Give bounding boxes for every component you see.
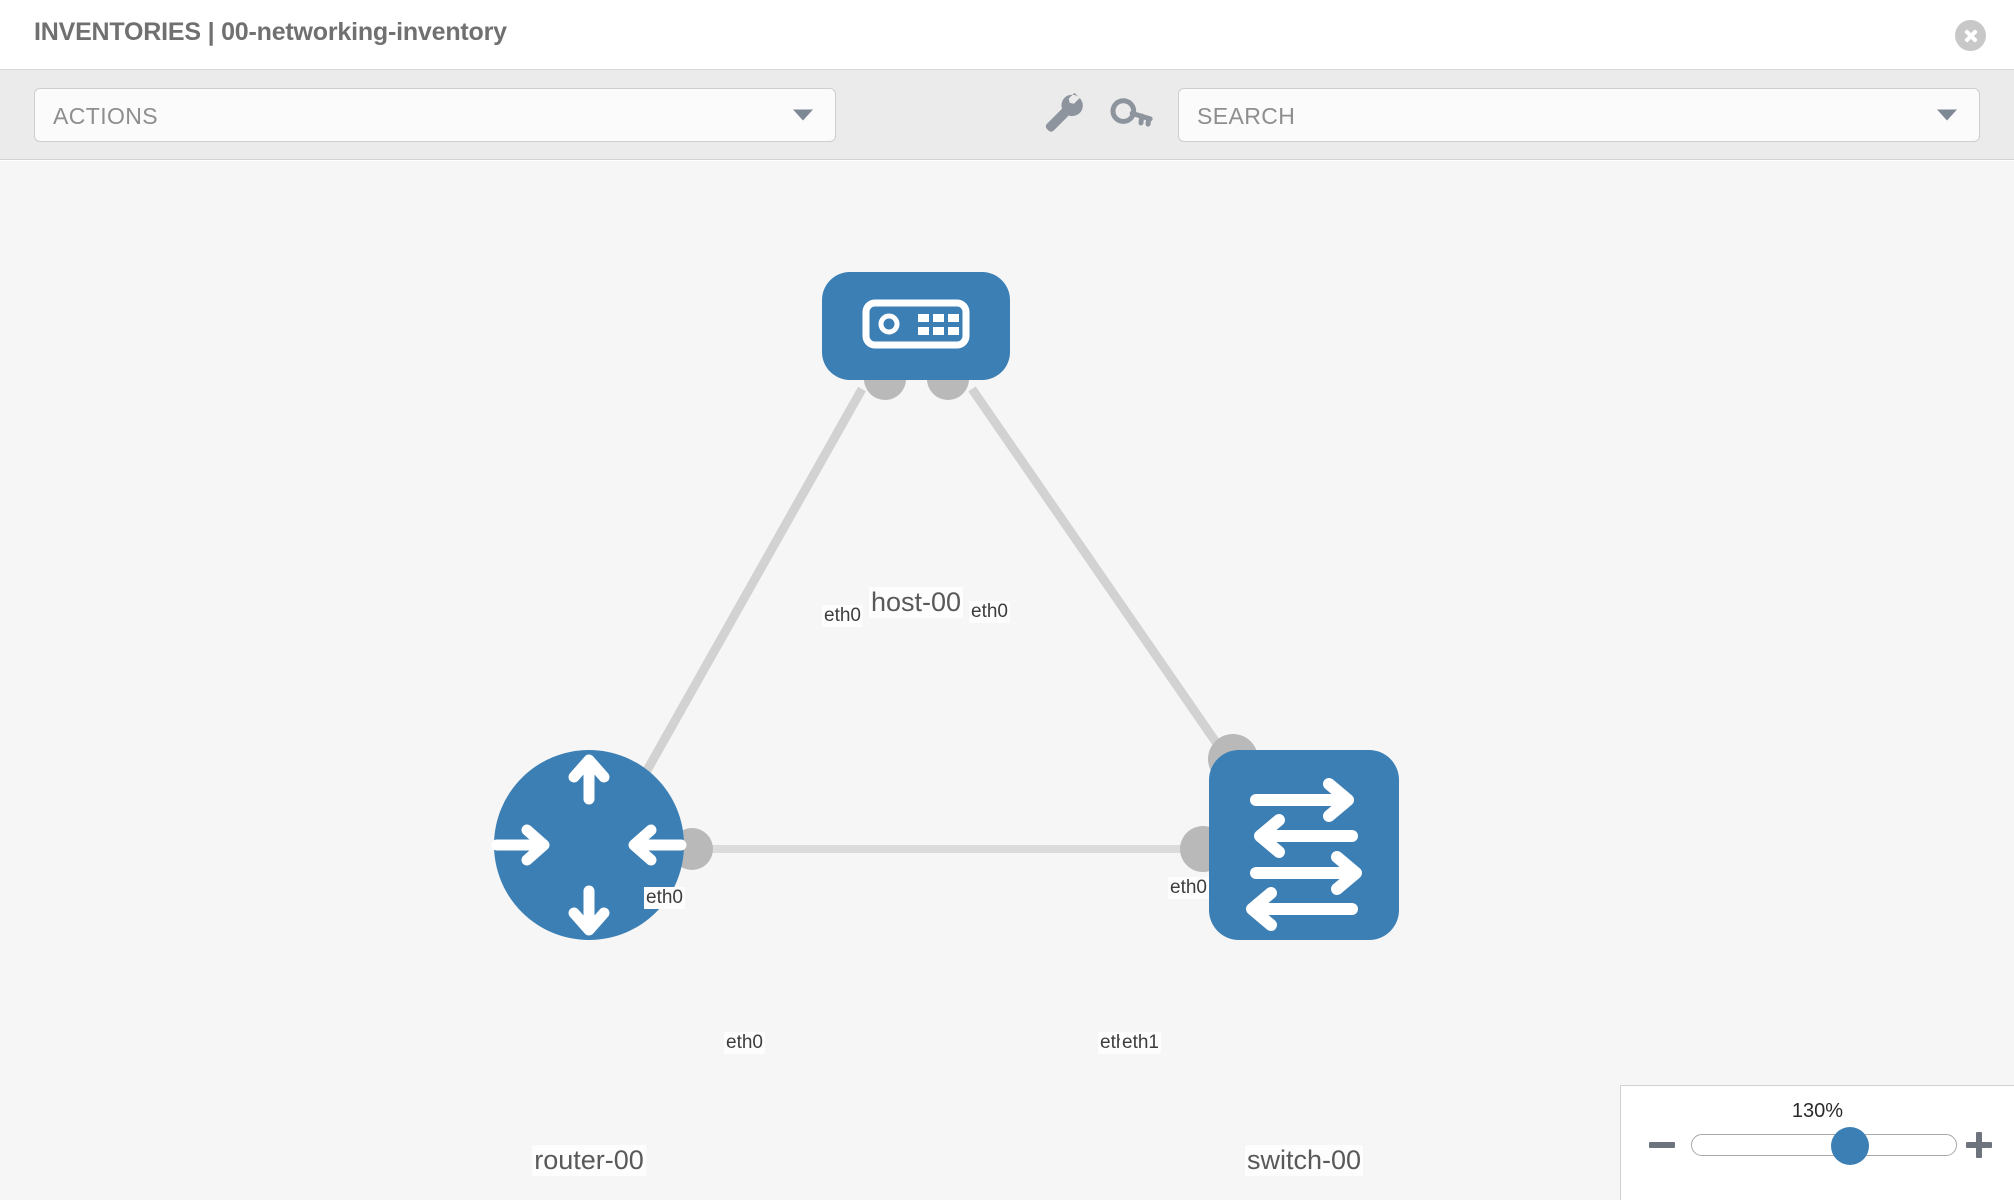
router-icon: [491, 754, 687, 936]
node-label-switch-00: switch-00: [1244, 1145, 1364, 1176]
server-icon: [862, 299, 970, 349]
key-icon[interactable]: [1108, 90, 1154, 136]
zoom-slider[interactable]: [1691, 1127, 1957, 1165]
node-router-00[interactable]: [491, 750, 687, 940]
topology-graph: router-00 --> switch-00 --> switch-00 --…: [0, 161, 2014, 1200]
toolbar: ACTIONS SEARCH: [0, 70, 2014, 160]
link-host00-switch00[interactable]: [968, 386, 1244, 780]
close-icon[interactable]: [1955, 20, 1986, 51]
topology-svg: router-00 --> switch-00 --> switch-00 --…: [491, 272, 1399, 940]
link-host00-router00[interactable]: [628, 386, 866, 800]
node-label-host-00: host-00: [868, 587, 964, 618]
interface-label: eth0: [644, 887, 685, 909]
chevron-down-icon: [1937, 109, 1957, 121]
node-switch-00[interactable]: [1209, 750, 1399, 940]
page-title: INVENTORIES | 00-networking-inventory: [34, 18, 507, 46]
actions-dropdown[interactable]: ACTIONS: [34, 88, 836, 142]
search-placeholder: SEARCH: [1197, 103, 1296, 129]
wrench-icon[interactable]: [1040, 90, 1086, 136]
switch-icon: [1246, 778, 1362, 931]
search-input[interactable]: SEARCH: [1178, 88, 1980, 142]
interface-label: eth0: [724, 1032, 765, 1054]
actions-dropdown-label: ACTIONS: [53, 103, 159, 129]
topology-links: router-00 --> switch-00 --> switch-00 --…: [628, 386, 1244, 853]
chevron-down-icon: [793, 109, 813, 121]
interface-label: eth1: [1120, 1032, 1161, 1054]
interface-label: eth0: [1168, 877, 1209, 899]
topology-connectors: [671, 358, 1258, 872]
interface-label: eth0: [822, 605, 863, 627]
zoom-level-value: 130%: [1791, 1100, 1844, 1122]
app-header: INVENTORIES | 00-networking-inventory: [0, 0, 2014, 70]
topology-canvas[interactable]: router-00 --> switch-00 --> switch-00 --…: [0, 161, 2014, 1200]
zoom-slider-thumb[interactable]: [1831, 1127, 1870, 1165]
node-label-router-00: router-00: [532, 1145, 646, 1176]
node-host-00[interactable]: [822, 272, 1010, 380]
interface-label: eth0: [969, 601, 1010, 623]
zoom-in-button[interactable]: [1964, 1130, 1994, 1160]
zoom-control-panel: 130%: [1620, 1085, 2014, 1200]
zoom-out-button[interactable]: [1647, 1130, 1677, 1160]
